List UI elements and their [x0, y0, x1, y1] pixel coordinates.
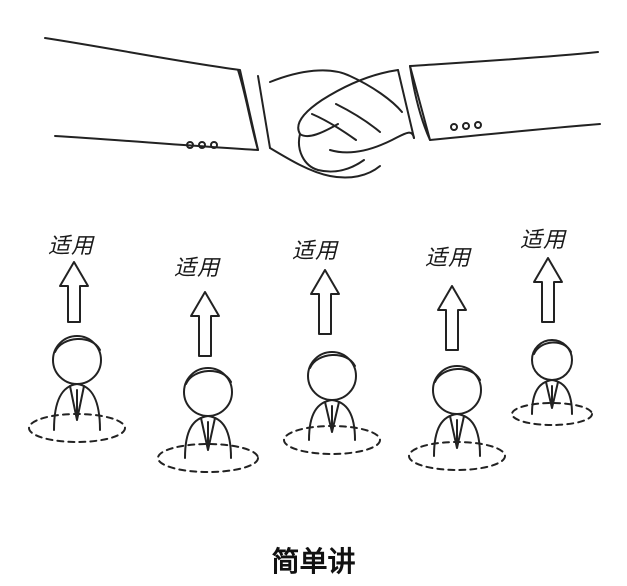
body-1: [53, 383, 101, 431]
up-arrow-5: [533, 257, 563, 323]
figure-label-1: 适用: [48, 234, 95, 259]
ground-ring-5: [511, 402, 593, 426]
figure-label-3: 适用: [292, 239, 339, 264]
left-sleeve: [44, 37, 259, 151]
left-cuff: [237, 69, 271, 151]
body-2: [184, 415, 232, 459]
fingers: [298, 103, 381, 173]
ground-ring-2: [157, 443, 259, 473]
body-4: [433, 413, 481, 457]
body-5: [531, 379, 573, 415]
ground-ring-3: [283, 425, 381, 455]
figure-label-5: 适用: [520, 228, 567, 253]
right-hand: [297, 69, 415, 154]
figure-2: [157, 291, 259, 473]
handshake-illustration: [44, 37, 601, 179]
right-cuff: [397, 65, 431, 141]
body-3: [308, 399, 356, 441]
figure-label-2: 适用: [174, 256, 221, 281]
up-arrow-1: [59, 261, 89, 323]
caption: 简单讲: [271, 545, 356, 578]
right-sleeve: [409, 51, 601, 141]
up-arrow-3: [310, 269, 340, 335]
ground-ring-4: [408, 441, 506, 471]
figure-5: [511, 257, 593, 426]
ground-ring-1: [28, 413, 126, 443]
figure-3: [283, 269, 381, 455]
figure-label-4: 适用: [425, 246, 472, 271]
figure-1: [28, 261, 126, 443]
figure-4: [408, 285, 506, 471]
up-arrow-2: [190, 291, 220, 357]
up-arrow-4: [437, 285, 467, 351]
left-hand: [269, 69, 403, 179]
